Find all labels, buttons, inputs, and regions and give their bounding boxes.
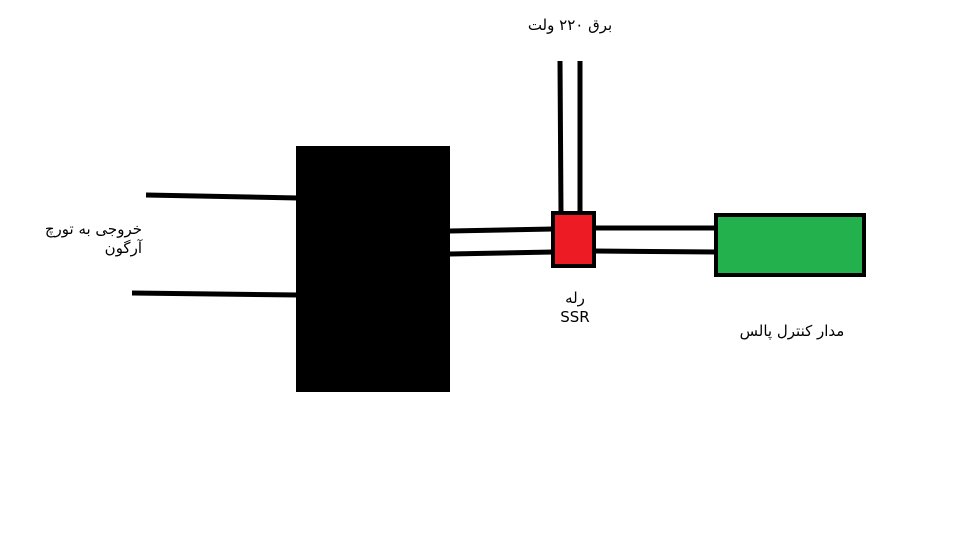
relay-input-wire-bottom [449, 249, 554, 257]
power-label: برق ۲۲۰ ولت [527, 16, 613, 34]
ssr-relay-box [551, 211, 596, 268]
control-wire-bottom [593, 248, 718, 255]
output-label: خروجی به تورچ آرگون [20, 220, 142, 258]
relay-label-line2: SSR [560, 308, 590, 326]
output-wire-bottom [131, 290, 299, 298]
relay-label: رله SSR [552, 289, 598, 327]
relay-label-line1: رله [565, 289, 585, 307]
output-label-line2: آرگون [104, 239, 142, 257]
pulse-control-box [714, 213, 866, 277]
output-wire-top [145, 192, 299, 201]
main-unit-box [296, 146, 450, 392]
output-label-line1: خروجی به تورچ [44, 220, 142, 238]
power-wire-left [557, 60, 564, 215]
relay-input-wire-top [449, 226, 554, 234]
pulse-control-label: مدار کنترل پالس [739, 322, 845, 340]
